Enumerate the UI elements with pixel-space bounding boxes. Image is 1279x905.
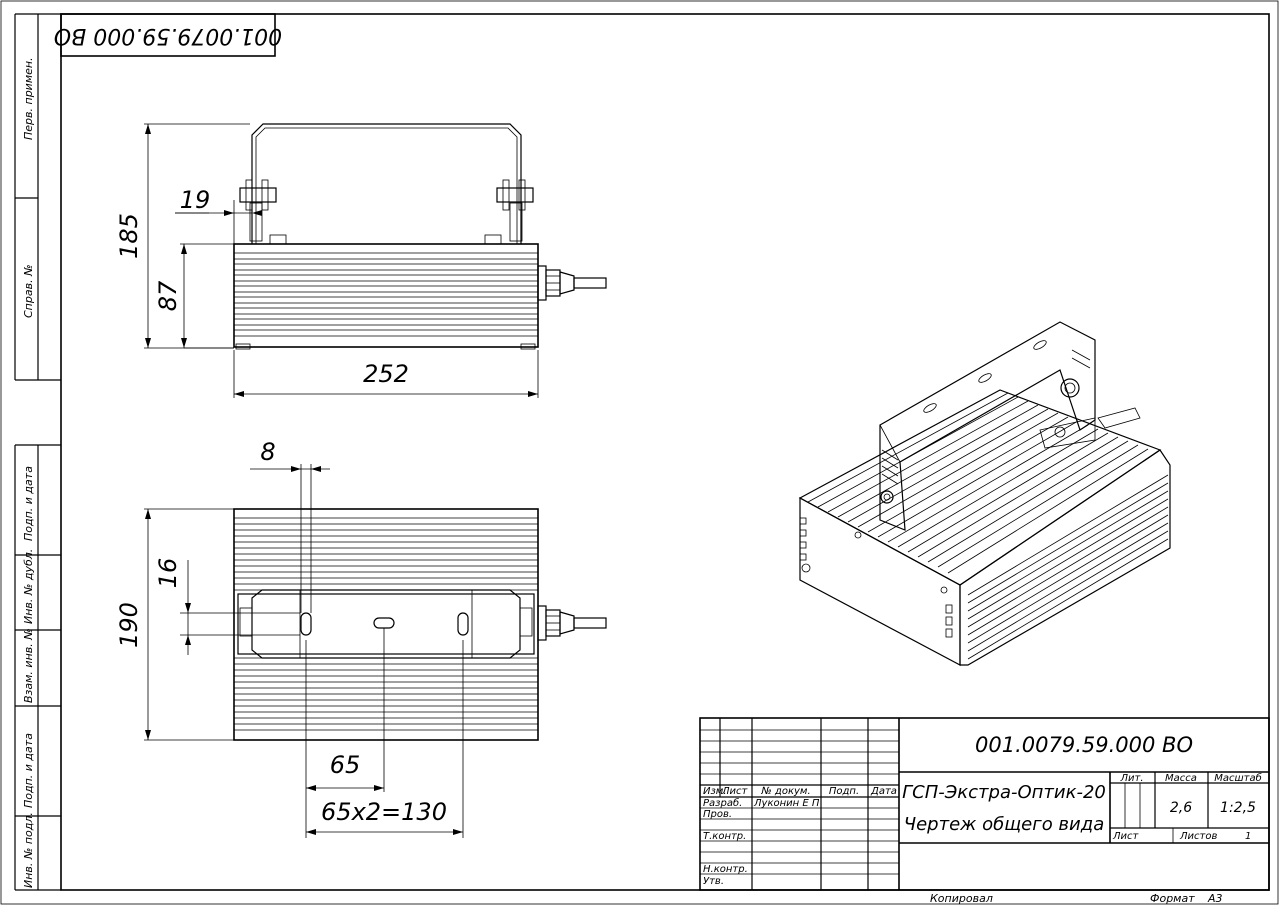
tb-row-utv: Утв. [703,876,724,887]
title-block: Изм. Лист № докум. Подп. Дата Разраб. Лу… [699,717,1270,891]
dim-8: 8 [260,438,275,466]
strip-label-vzam-inv: Взам. инв. № [22,628,35,703]
tb-sheets-value: 1 [1245,831,1251,842]
tb-razrab-name: Луконин Е П [753,798,820,809]
tb-sheets-label: Листов [1179,831,1217,842]
tb-col-doc: № докум. [760,786,810,797]
plan-view: 190 16 8 65 65х2=130 [115,438,607,838]
tb-lit-label: Лит. [1119,773,1143,784]
strip-label-inv-podl: Инв. № подл. [22,812,35,888]
isometric-view [798,321,1171,666]
tb-name-line1: ГСП-Экстра-Оптик-20 [902,782,1106,803]
tb-mass-label: Масса [1165,773,1197,784]
rotated-designation-text: 001.0079.59.000 ВО [54,23,282,48]
tb-mass-value: 2,6 [1170,800,1192,816]
copied-label: Копировал [930,892,993,905]
tb-col-podp: Подп. [829,786,859,797]
dim-190: 190 [115,602,143,648]
tb-col-izm: Изм. [703,786,727,797]
format-label: Формат [1150,892,1195,905]
tb-col-data: Дата [870,786,897,797]
dim-87: 87 [154,280,182,311]
dim-16: 16 [154,558,182,589]
dim-65x2: 65х2=130 [321,798,447,826]
strip-label-podp-data-2: Подп. и дата [22,733,35,808]
inner-frame [60,13,1270,891]
tb-row-tkontr: Т.контр. [703,831,746,842]
tb-scale-label: Масштаб [1214,772,1262,784]
left-strip: Перв. примен. Справ. № Подп. и дата Инв.… [14,13,61,891]
tb-col-list: Лист [721,786,749,797]
rotated-designation: 001.0079.59.000 ВО [54,13,282,57]
tb-row-prov: Пров. [703,809,732,820]
strip-label-inv-dubl: Инв. № дубл. [22,549,35,624]
side-view: 185 87 19 252 [115,123,607,398]
strip-label-sprav-no: Справ. № [22,264,35,318]
tb-name-line2: Чертеж общего вида [904,814,1104,835]
tb-row-nkontr: Н.контр. [703,864,748,875]
strip-label-perv-primen: Перв. примен. [22,57,35,140]
dim-19: 19 [180,186,211,214]
dim-252: 252 [363,360,409,388]
tb-sheet-label: Лист [1112,831,1140,842]
tb-scale-value: 1:2,5 [1220,800,1256,816]
format-value: А3 [1207,892,1223,905]
strip-label-podp-data-1: Подп. и дата [22,466,35,541]
dim-65: 65 [330,751,361,779]
dim-185: 185 [115,213,143,259]
tb-designation: 001.0079.59.000 ВО [975,733,1193,757]
tb-row-razrab: Разраб. [703,797,742,809]
